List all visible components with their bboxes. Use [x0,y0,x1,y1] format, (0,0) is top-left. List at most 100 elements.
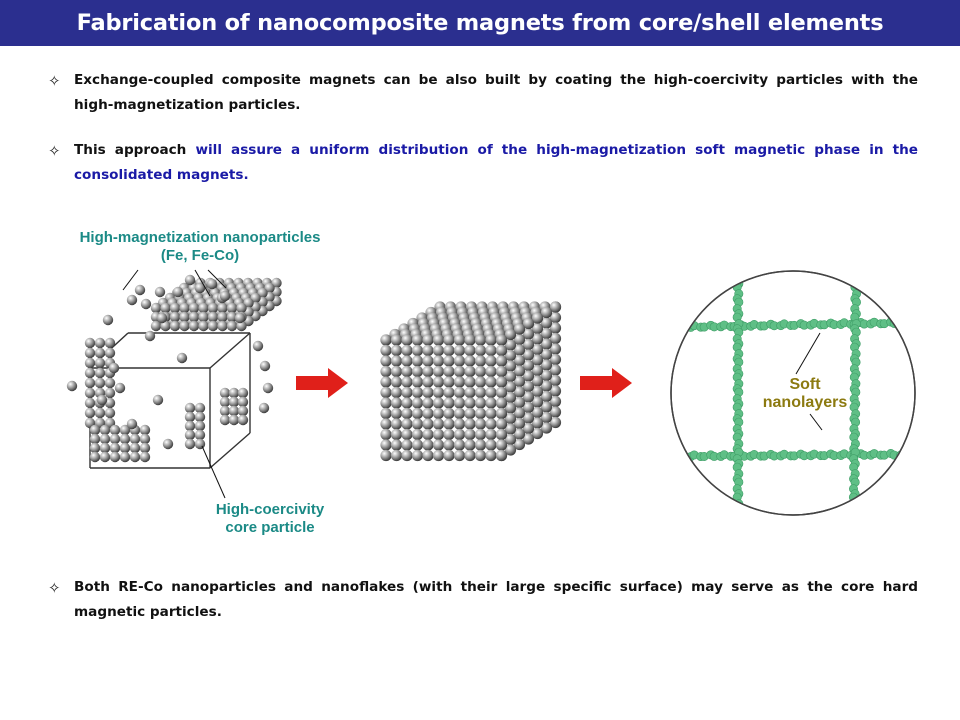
nanoparticle-sphere [453,386,466,399]
nanoparticle-sphere [495,428,508,441]
nanoparticle-sphere [380,449,392,462]
nanoparticle-sphere [194,438,206,450]
nanoparticle-sphere [411,355,424,367]
nanoparticle-sphere [390,428,403,441]
nanoparticle-sphere [390,365,403,378]
nanoparticle-sphere [99,433,111,445]
nanoparticle-sphere [150,320,162,332]
nanoparticle-sphere [104,347,116,359]
nanoparticle-sphere [432,386,445,399]
nanoparticle-sphere [549,385,562,397]
arrow-right-icon [580,368,632,398]
nanoparticle-sphere [485,418,497,430]
nanoparticle-sphere [443,407,455,420]
nanoparticle-sphere [464,355,476,367]
nanoparticle-sphere [194,411,206,423]
nanoparticle-sphere [184,420,196,432]
nanoparticle-sphere [485,355,497,367]
nanoparticle-sphere [188,320,200,332]
nanoparticle-sphere [390,418,403,430]
nanoparticle-sphere [432,397,445,409]
nanoparticle-sphere [513,344,526,356]
nanoparticle-sphere [453,365,466,378]
nanoparticle-sphere [513,428,526,440]
cube-edge [209,332,251,369]
nanoparticle-sphere [156,312,168,324]
nanoparticle-sphere [252,340,264,352]
nanoparticle-sphere [495,365,508,378]
nanoparticle-sphere [380,355,392,367]
nanoparticle-sphere [443,418,455,430]
leader-line [795,332,821,375]
nanoparticle-sphere [226,311,238,323]
nanoparticle-sphere [411,428,424,441]
nanoparticle-sphere [114,382,126,394]
nanoparticle-sphere [380,397,392,409]
nanoparticle-sphere [228,387,240,399]
nanoparticle-sphere [464,418,476,430]
nanoparticle-sphere [504,381,517,393]
nanoparticle-sphere [84,387,96,399]
bullet-1-text: Exchange-coupled composite magnets can b… [74,72,918,113]
nanoparticle-sphere [549,353,562,366]
nanoparticle-sphere [504,433,517,446]
nanoparticle-sphere [453,407,466,420]
soft-layer-bead [734,271,744,277]
nanoparticle-sphere [432,376,445,388]
nanoparticle-sphere [485,428,497,441]
nanoparticle-sphere [513,386,526,398]
nanoparticle-sphere [549,322,562,334]
nanoparticle-sphere [401,418,413,430]
nanoparticle-sphere [522,401,535,414]
soft-layer-bead [853,260,861,268]
bullet-2-plain: This approach [74,142,187,158]
nanoparticle-sphere [540,348,553,361]
nanoparticle-sphere [422,397,434,409]
soft-layer-bead [735,520,743,528]
nanoparticle-sphere [549,343,562,355]
nanoparticle-sphere [432,428,445,441]
nanoparticle-sphere [485,334,497,346]
nanoparticle-sphere [390,344,403,357]
nanoparticle-sphere [474,439,487,451]
nanoparticle-sphere [219,387,231,399]
nanoparticle-sphere [219,414,231,426]
nanoparticle-sphere [411,418,424,430]
nanoparticle-sphere [513,354,526,367]
soft-layer-bead [896,318,906,328]
bullet-3: ✧ Both RE-Co nanoparticles and nanoflake… [48,575,918,625]
nanoparticle-sphere [152,394,164,406]
nanoparticle-sphere [176,352,188,364]
nanoparticle-sphere [184,411,196,423]
nanoparticle-sphere [179,320,190,332]
soft-layer-bead [920,319,928,327]
nanoparticle-sphere [194,420,206,432]
nanoparticle-sphere [237,414,249,426]
nanoparticle-sphere [522,338,535,351]
nanoparticle-sphere [119,442,131,454]
bullet-2: ✧ This approach will assure a uniform di… [48,138,918,188]
nanoparticle-sphere [411,439,424,451]
nanoparticle-sphere [432,344,445,357]
soft-layer-bead [851,253,859,261]
shell-particles-label: High-magnetization nanoparticles (Fe, Fe… [79,229,321,264]
soft-layer-bead [679,322,689,332]
nanoparticle-sphere [401,334,413,346]
nanoparticle-sphere [522,370,535,382]
nanoparticle-sphere [453,376,466,388]
nanoparticle-sphere [474,355,487,367]
nanoparticle-sphere [119,451,131,463]
nanoparticle-sphere [390,407,403,420]
nanoparticle-sphere [422,439,434,451]
nanoparticle-sphere [522,317,535,330]
nanoparticle-sphere [549,406,562,418]
bullet-star-icon: ✧ [48,579,61,597]
nanoparticle-sphere [401,449,413,462]
nanoparticle-sphere [422,407,434,420]
nanoparticle-sphere [84,347,96,359]
nanoparticle-sphere [485,376,497,388]
nanoparticle-sphere [522,391,535,403]
nanoparticle-sphere [422,449,434,462]
soft-layer-bead [676,450,686,460]
nanoparticle-sphere [464,376,476,388]
